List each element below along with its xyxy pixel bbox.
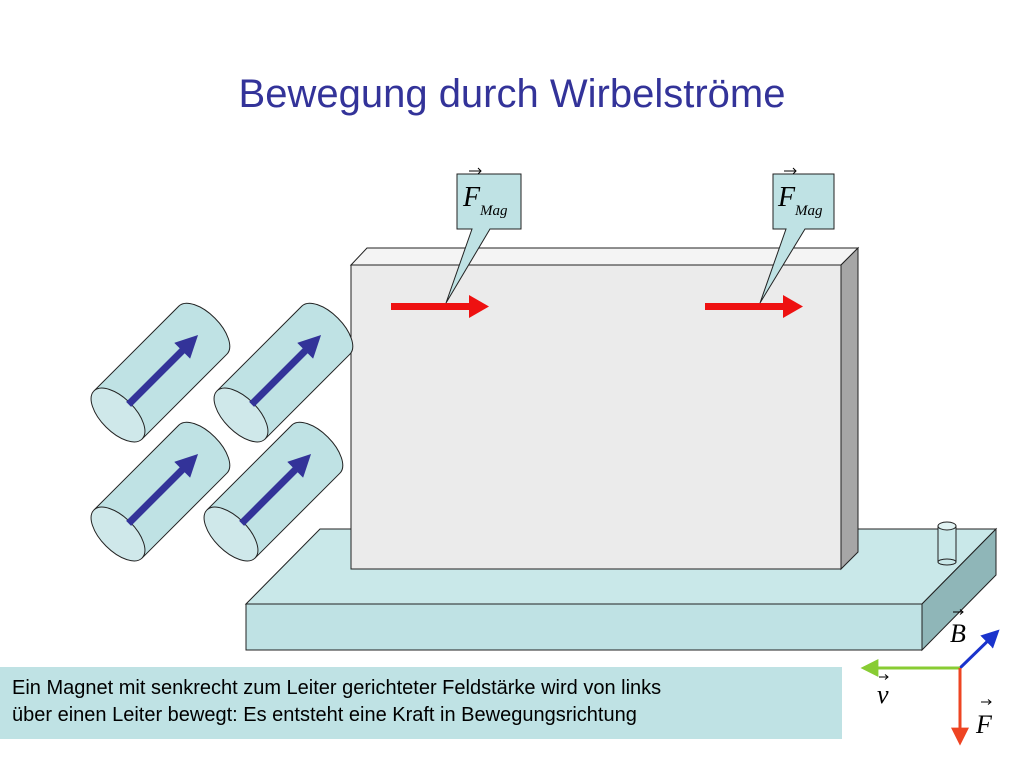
force-subscript-left: Mag xyxy=(479,203,508,219)
f-symbol: F xyxy=(975,710,993,739)
force-label-left: F Mag xyxy=(462,167,508,219)
v-symbol: v xyxy=(877,680,889,709)
force-callout-left xyxy=(445,173,522,304)
f-vector-label: F xyxy=(975,699,993,739)
post-peg xyxy=(937,521,957,566)
magnet-3 xyxy=(90,421,231,562)
force-symbol-left: F xyxy=(462,182,481,213)
magnet-2 xyxy=(213,302,354,443)
force-callout-right xyxy=(759,173,835,304)
caption-box: Ein Magnet mit senkrecht zum Leiter geri… xyxy=(0,667,842,739)
magnet-1 xyxy=(90,302,231,443)
b-vector-arrow xyxy=(958,629,1000,670)
force-arrow-left xyxy=(391,295,489,318)
caption-line-2: über einen Leiter bewegt: Es entsteht ei… xyxy=(12,704,637,726)
force-arrow-right xyxy=(705,295,803,318)
v-vector-label: v xyxy=(877,674,889,709)
conductor-block xyxy=(349,246,860,571)
slide-title: Bewegung durch Wirbelströme xyxy=(238,72,786,116)
force-subscript-right: Mag xyxy=(794,203,823,219)
b-symbol: B xyxy=(950,619,966,648)
b-vector-label: B xyxy=(950,609,966,648)
force-symbol-right: F xyxy=(777,182,796,213)
caption-line-1: Ein Magnet mit senkrecht zum Leiter geri… xyxy=(12,677,662,699)
magnet-4 xyxy=(203,421,344,562)
force-label-right: F Mag xyxy=(777,167,823,219)
